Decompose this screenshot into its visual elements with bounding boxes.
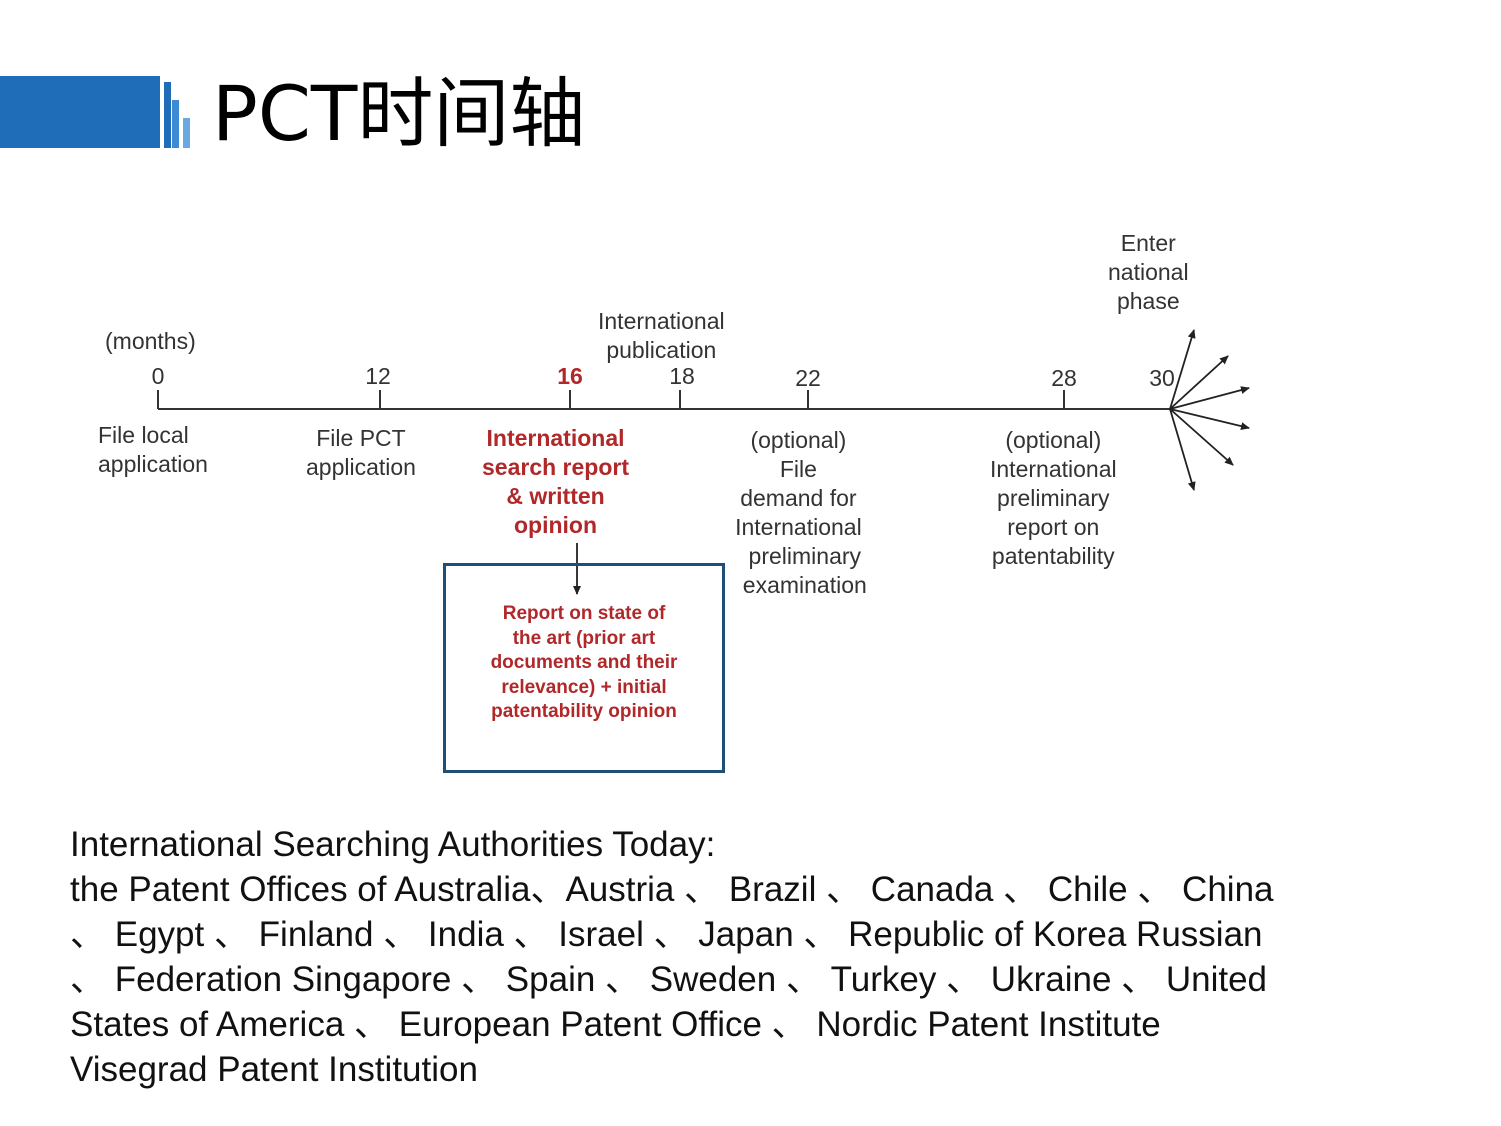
event-international-search-report: International search report & written op… xyxy=(482,425,630,538)
tick-label-18: 18 xyxy=(669,363,695,389)
isa-line: 、 Federation Singapore 、 Spain 、 Sweden … xyxy=(70,960,1268,999)
national-phase-arrow xyxy=(1169,408,1250,431)
event-optional-demand-ipe: (optional) File demand for International… xyxy=(735,427,867,598)
timeline-graphics xyxy=(157,329,1250,595)
national-phase-arrow xyxy=(1169,408,1196,491)
event-file-local-application: File local application xyxy=(98,422,208,477)
isa-line: Visegrad Patent Institution xyxy=(70,1050,478,1089)
tick-label-28: 28 xyxy=(1051,365,1077,391)
months-unit-label: (months) xyxy=(105,328,196,354)
page-title: PCT时间轴 xyxy=(212,69,586,158)
title-banner-stripe xyxy=(183,118,190,148)
search-report-box: Report on state of the art (prior art do… xyxy=(443,563,725,773)
event-file-pct-application: File PCT application xyxy=(306,425,416,480)
tick-label-22: 22 xyxy=(795,365,821,391)
event-international-publication: International publication xyxy=(598,308,725,363)
isa-line: States of America 、 European Patent Offi… xyxy=(70,1005,1161,1044)
isa-line: 、 Egypt 、 Finland 、 India 、 Israel 、 Jap… xyxy=(70,915,1263,954)
isa-text-block: International Searching Authorities Toda… xyxy=(70,822,1370,1092)
tick-label-12: 12 xyxy=(365,363,391,389)
isa-line: the Patent Offices of Australia、Austria … xyxy=(70,870,1274,909)
tick-label-30: 30 xyxy=(1149,365,1175,391)
tick-label-16: 16 xyxy=(557,363,583,389)
national-phase-arrow xyxy=(1169,329,1196,410)
title-banner-stripe xyxy=(172,100,179,148)
national-phase-arrow xyxy=(1169,386,1250,410)
title-banner-stripe xyxy=(164,82,171,148)
national-phase-arrow xyxy=(1169,355,1229,410)
title-banner-bar xyxy=(0,76,160,148)
pct-timeline-diagram: (months) 0 12 16 18 22 28 30 Internation… xyxy=(0,220,1501,800)
national-phase-arrow xyxy=(1169,408,1234,466)
search-report-description: Report on state of the art (prior art do… xyxy=(490,603,678,722)
isa-heading: International Searching Authorities Toda… xyxy=(70,825,716,864)
event-enter-national-phase: Enter national phase xyxy=(1108,230,1189,314)
tick-label-0: 0 xyxy=(151,363,165,389)
event-optional-iprp: (optional) International preliminary rep… xyxy=(990,427,1117,569)
